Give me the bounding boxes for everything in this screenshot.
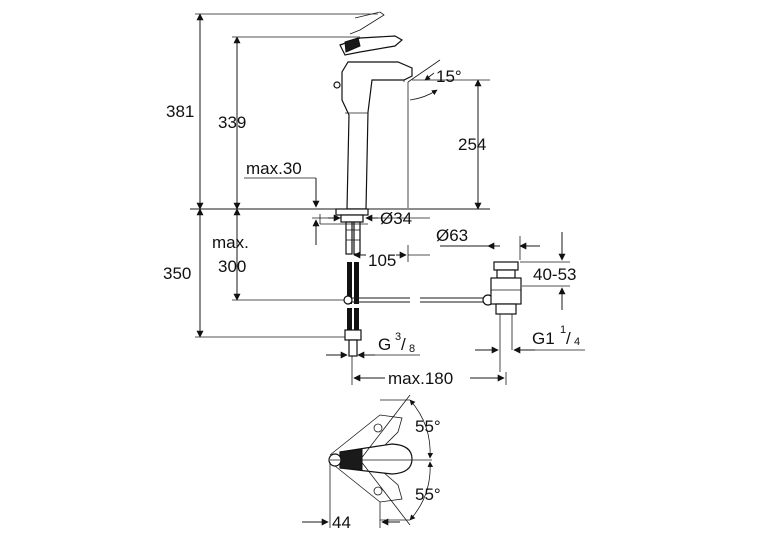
dim-max30-label: max.30 <box>246 159 302 178</box>
waste-valve <box>490 261 522 372</box>
dim-350-label: 350 <box>163 264 191 283</box>
angle-15-arc <box>409 89 438 101</box>
dim-g114-den: 4 <box>574 336 580 348</box>
dim-g114-num: 1 <box>560 324 566 336</box>
dim-max180-label: max.180 <box>388 369 453 388</box>
angle-bottom-arc <box>409 461 434 521</box>
dim-g38-main: G <box>378 335 391 354</box>
svg-text:/: / <box>401 335 406 354</box>
dim-40-53-label: 40-53 <box>533 265 576 284</box>
angle-top-arc <box>409 399 434 459</box>
dim-g38-den: 8 <box>409 343 415 355</box>
dim-d34-label: Ø34 <box>380 209 412 228</box>
dim-105-label: 105 <box>368 251 396 270</box>
dim-g114-main: G1 <box>532 329 555 348</box>
angle-top-label: 55° <box>415 417 441 436</box>
popup-rod <box>343 294 494 306</box>
dim-g38-num: 3 <box>395 331 401 343</box>
dim-381-label: 381 <box>166 102 194 121</box>
svg-text:/: / <box>566 329 571 348</box>
faucet-body <box>333 11 413 210</box>
dim-max-label: max. <box>212 233 249 252</box>
dim-300-label: 300 <box>218 257 246 276</box>
angle-bottom-label: 55° <box>415 485 441 504</box>
dim-339-label: 339 <box>218 113 246 132</box>
dim-d63-label: Ø63 <box>436 226 468 245</box>
dim-254-label: 254 <box>458 135 486 154</box>
top-view <box>328 394 432 526</box>
angle-15-ref <box>407 59 441 83</box>
angle-15-label: 15° <box>436 67 462 86</box>
mounting-assembly <box>335 208 369 255</box>
supply-hoses <box>344 262 362 357</box>
dim-44-label: 44 <box>332 513 351 532</box>
